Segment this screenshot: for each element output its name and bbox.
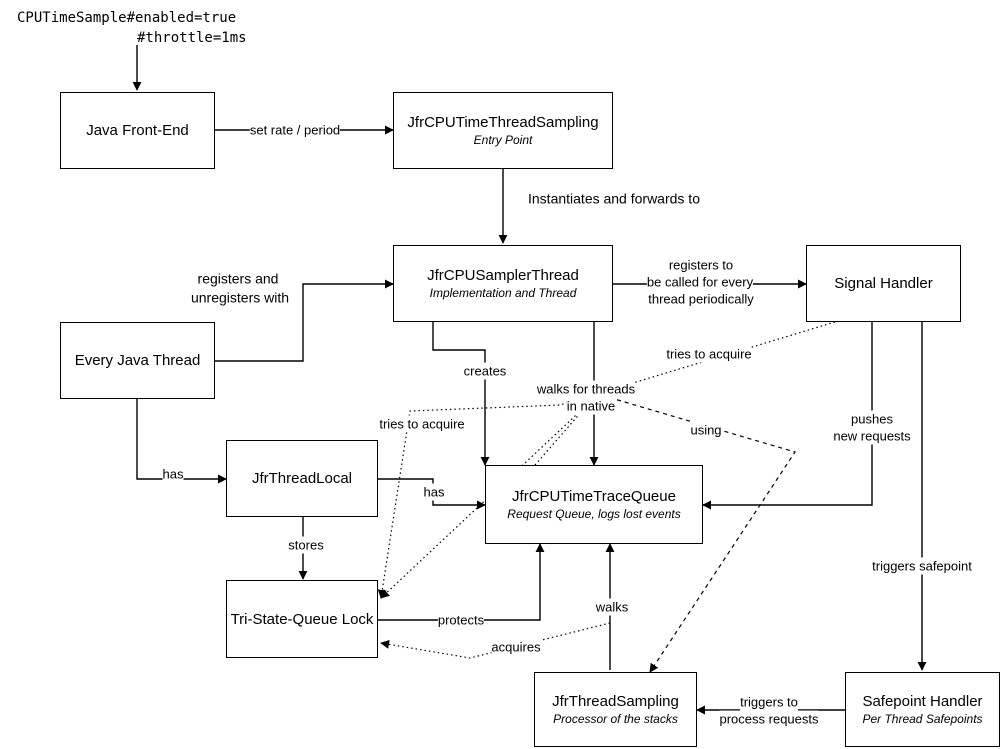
edge-label-set-rate: set rate / period — [249, 121, 341, 139]
edge-label-has-queue: has — [423, 483, 445, 501]
edge-label-has-thread-local: has — [162, 465, 184, 483]
edge-label-registers-to-2: be called for every — [646, 273, 754, 291]
edge-label-using: using — [690, 421, 722, 439]
edge-creates — [432, 322, 490, 466]
edge-label-registers-with-2: unregisters with — [190, 289, 290, 306]
node-subtitle: Request Queue, logs lost events — [507, 506, 681, 521]
edge-pushes — [702, 322, 873, 510]
edge-label-walks-native-2: in native — [566, 397, 616, 415]
edge-tries-acquire-signal — [377, 321, 836, 599]
node-title: Every Java Thread — [74, 352, 201, 369]
edge-label-triggers-process-1: triggers to — [740, 693, 798, 711]
edge-label-creates: creates — [463, 362, 507, 380]
edge-using — [593, 392, 796, 673]
edge-has-thread-local — [136, 398, 227, 484]
node-subtitle: Implementation and Thread — [429, 285, 577, 300]
edge-label-walks: walks — [595, 598, 629, 616]
node-queue-lock[interactable]: Tri-State-Queue Lock — [226, 580, 378, 658]
node-title: Signal Handler — [834, 275, 933, 292]
node-every-java-thread[interactable]: Every Java Thread — [60, 322, 215, 399]
node-thread-local[interactable]: JfrThreadLocal — [226, 440, 378, 517]
edge-label-walks-native-1: walks for threads — [536, 380, 636, 398]
edge-label-stores: stores — [288, 536, 324, 554]
edge-label-pushes-1: pushes — [851, 410, 893, 428]
node-cpu-sampler-thread[interactable]: JfrCPUSamplerThread Implementation and T… — [393, 245, 613, 322]
node-title: JfrThreadSampling — [552, 692, 679, 710]
node-title: Safepoint Handler — [862, 692, 983, 710]
edge-protects — [378, 543, 545, 621]
node-cpu-time-thread-sampling[interactable]: JfrCPUTimeThreadSampling Entry Point — [393, 92, 613, 169]
edge-label-tries-acquire-sampler: tries to acquire — [379, 415, 465, 433]
edge-acquires — [380, 622, 611, 659]
node-java-front-end[interactable]: Java Front-End — [60, 92, 215, 169]
edge-label-triggers-safepoint: triggers safepoint — [872, 557, 972, 575]
node-title: Java Front-End — [86, 122, 189, 139]
node-subtitle: Processor of the stacks — [553, 711, 678, 726]
config-line-1: CPUTimeSample#enabled=true — [17, 10, 237, 26]
node-title: Tri-State-Queue Lock — [230, 610, 374, 628]
node-title: JfrCPUTimeThreadSampling — [407, 113, 599, 131]
edge-label-registers-to-1: registers to — [668, 256, 734, 274]
edge-label-pushes-2: new requests — [833, 427, 911, 445]
node-title: JfrCPUTimeTraceQueue — [512, 487, 676, 505]
config-line-2: #throttle=1ms — [137, 30, 247, 46]
edge-label-tries-acquire-signal: tries to acquire — [666, 345, 752, 363]
node-thread-sampling[interactable]: JfrThreadSampling Processor of the stack… — [534, 672, 697, 747]
edge-label-protects: protects — [437, 611, 485, 629]
node-signal-handler[interactable]: Signal Handler — [806, 245, 961, 322]
edge-label-registers-to-3: thread periodically — [648, 290, 754, 308]
node-title: JfrCPUSamplerThread — [427, 266, 579, 284]
node-subtitle: Entry Point — [473, 132, 533, 147]
edge-registers-with — [215, 279, 394, 362]
edge-label-registers-with-1: registers and — [197, 270, 279, 287]
edge-label-acquires: acquires — [491, 638, 541, 656]
edge-tries-acquire-sampler — [380, 401, 591, 599]
edge-label-instantiates: Instantiates and forwards to — [528, 190, 700, 207]
node-trace-queue[interactable]: JfrCPUTimeTraceQueue Request Queue, logs… — [485, 465, 703, 544]
node-safepoint-handler[interactable]: Safepoint Handler Per Thread Safepoints — [845, 672, 1000, 747]
node-subtitle: Per Thread Safepoints — [862, 711, 983, 726]
node-title: JfrThreadLocal — [251, 470, 353, 487]
edge-label-triggers-process-2: process requests — [719, 710, 819, 728]
